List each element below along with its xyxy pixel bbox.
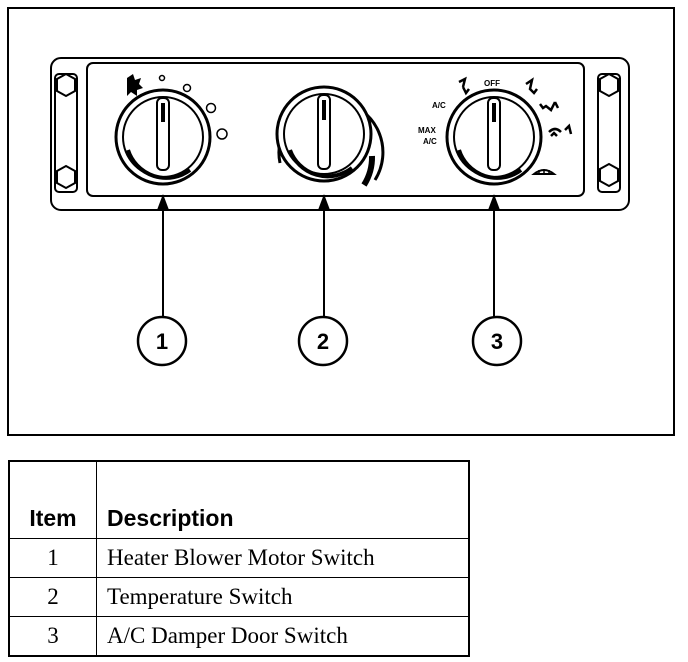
parts-table: Item Description 1 Heater Blower Motor S… (8, 460, 470, 657)
speed-dot-4 (216, 128, 228, 140)
panel-mode-icon (525, 77, 538, 95)
off-label: OFF (484, 79, 500, 88)
header-description: Description (96, 460, 470, 539)
max-ac-label: A/C (423, 137, 437, 146)
vent-mode-icon (458, 76, 470, 96)
right-mounting-tab (597, 72, 621, 193)
floor-mode-icon (539, 101, 560, 112)
table-header-row: Item Description (8, 460, 470, 539)
callout-arrow-1 (157, 194, 169, 318)
callout-arrow-3 (488, 194, 500, 318)
row-item: 3 (8, 616, 97, 657)
fan-speed-icon (127, 74, 143, 96)
defrost-floor-icon (548, 123, 573, 137)
row-description: Temperature Switch (96, 577, 470, 617)
speed-dot-1 (158, 74, 166, 82)
callout-2: 2 (297, 315, 349, 367)
callout-number-1: 1 (156, 329, 168, 354)
temperature-knob[interactable] (275, 85, 385, 187)
row-description: A/C Damper Door Switch (96, 616, 470, 657)
speed-dot-2 (182, 83, 192, 93)
callout-arrow-2 (318, 194, 330, 318)
table-row: 1 Heater Blower Motor Switch (8, 538, 470, 578)
row-description: Heater Blower Motor Switch (96, 538, 470, 578)
blower-knob[interactable] (114, 88, 212, 186)
table-row: 3 A/C Damper Door Switch (8, 616, 470, 657)
table-row: 2 Temperature Switch (8, 577, 470, 617)
max-label: MAX (418, 126, 436, 135)
callout-1: 1 (136, 315, 188, 367)
callout-3: 3 (471, 315, 523, 367)
left-mounting-tab (54, 72, 78, 193)
control-panel: A/C OFF MAX A/C (50, 57, 630, 211)
callout-number-2: 2 (317, 329, 329, 354)
speed-dot-3 (205, 102, 217, 114)
row-item: 1 (8, 538, 97, 578)
callout-number-3: 3 (491, 329, 503, 354)
header-item: Item (8, 460, 97, 539)
mode-knob[interactable] (445, 88, 543, 186)
ac-label: A/C (432, 101, 446, 110)
defrost-icon (531, 169, 557, 175)
row-item: 2 (8, 577, 97, 617)
